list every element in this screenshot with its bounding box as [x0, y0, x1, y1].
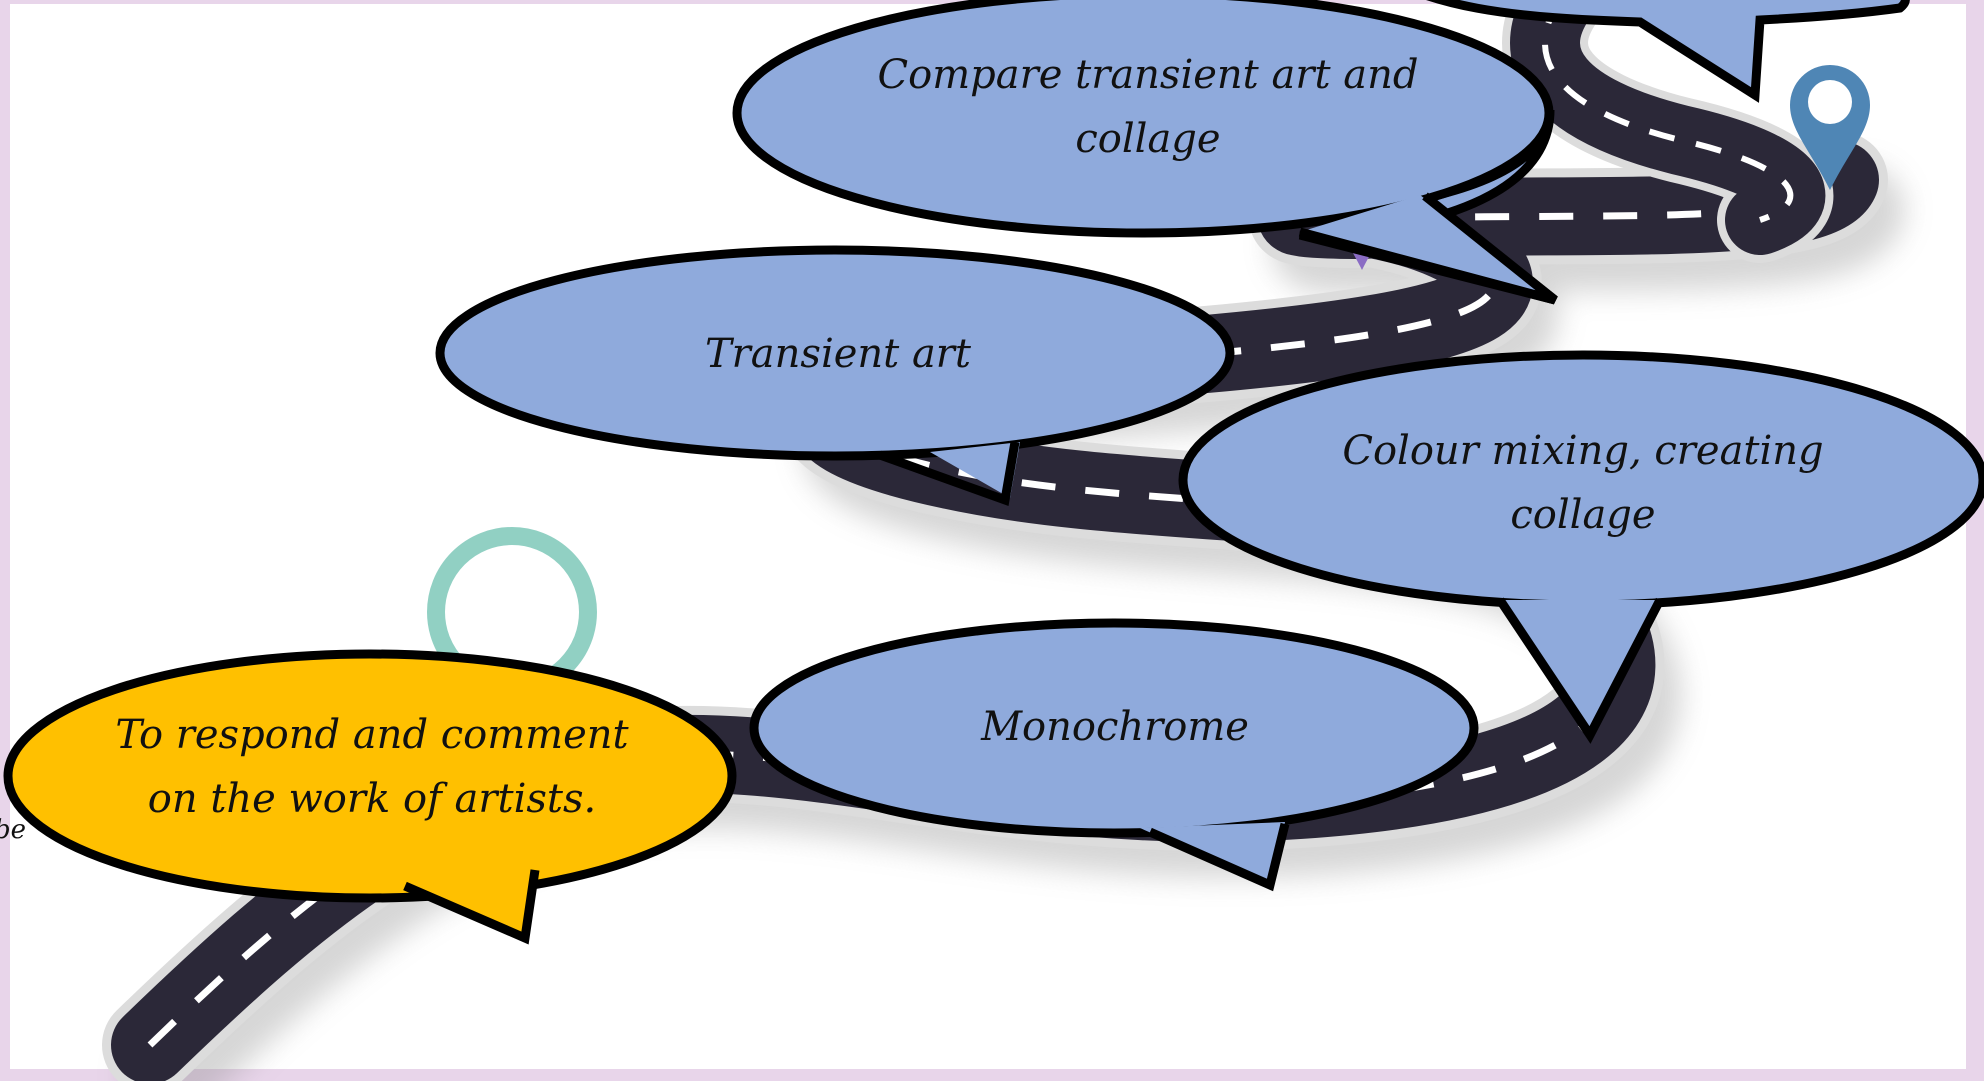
compare-bubble-line2: collage	[1075, 116, 1220, 162]
monochrome-bubble: Monochrome	[749, 618, 1479, 892]
edge-text-fragment: be	[0, 815, 26, 845]
road-upper-center-line	[1542, 0, 1794, 223]
colour-mixing-bubble-line1: Colour mixing, creating	[1342, 428, 1823, 474]
colour-mixing-bubble: Colour mixing, creating collage	[1178, 350, 1984, 744]
top-bubble-fragment	[1426, 0, 1910, 103]
map-pin-icon	[1790, 65, 1870, 190]
transient-art-bubble-text: Transient art	[705, 331, 972, 377]
compare-bubble-line1: Compare transient art and	[878, 52, 1419, 98]
goal-bubble: To respond and comment on the work of ar…	[3, 649, 737, 945]
monochrome-bubble-text: Monochrome	[980, 704, 1249, 750]
transient-art-bubble: Transient art	[435, 245, 1235, 507]
goal-bubble-line2: on the work of artists.	[148, 776, 596, 822]
compare-bubble: Compare transient art and collage	[732, 0, 1558, 305]
goal-bubble-line1: To respond and comment	[115, 712, 629, 758]
colour-mixing-bubble-line2: collage	[1510, 492, 1655, 538]
